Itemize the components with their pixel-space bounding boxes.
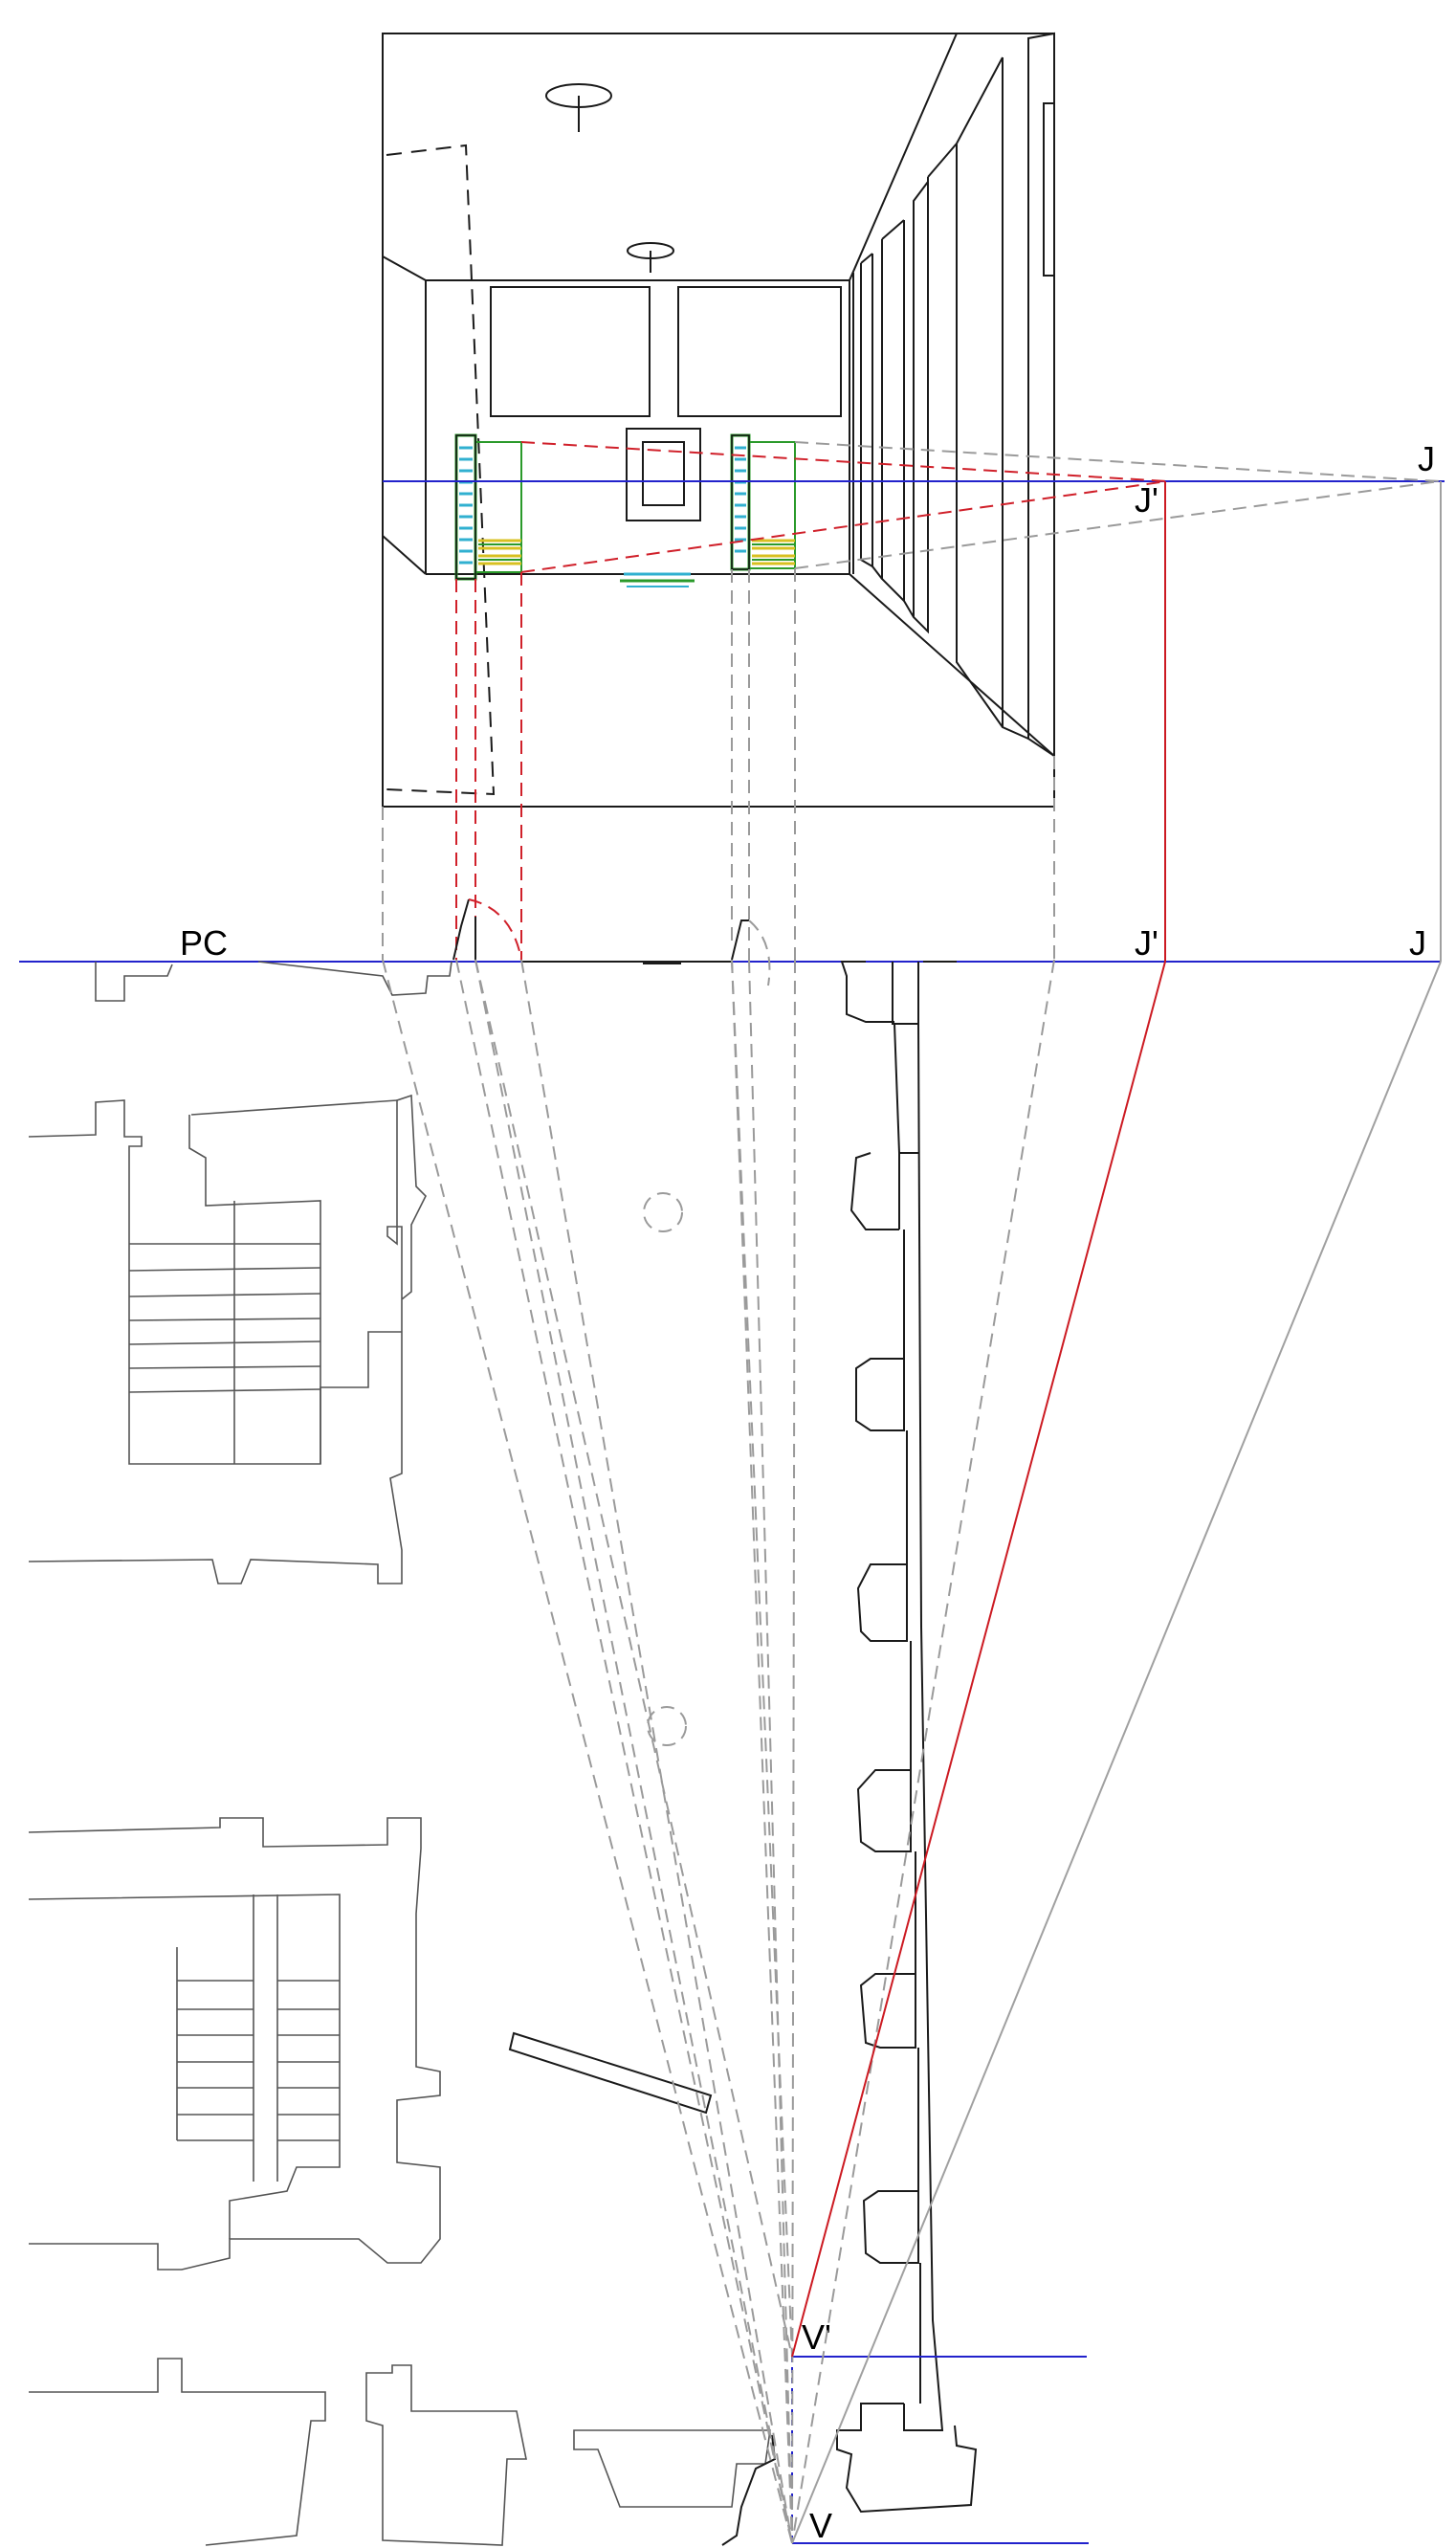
right-columned-wall xyxy=(836,961,978,2514)
plan-view: V' V xyxy=(28,898,1089,2546)
plan-construction-rays xyxy=(382,959,1055,2544)
gray-line-j-to-v xyxy=(791,961,1442,2544)
back-wall xyxy=(425,279,850,575)
tilted-bench xyxy=(508,2031,713,2115)
label-j-prime-upper: J' xyxy=(1135,480,1158,520)
central-niche-outer xyxy=(626,428,701,521)
label-v: V xyxy=(809,2506,832,2545)
ceiling-lamp-icon xyxy=(627,242,674,273)
back-window-left xyxy=(490,286,651,417)
bookcase-left xyxy=(454,433,522,581)
picture-frame xyxy=(382,33,1055,808)
left-dashed-outline xyxy=(386,144,496,796)
room-edges xyxy=(382,33,1055,757)
central-niche-inner xyxy=(642,441,685,506)
projection-lines xyxy=(382,568,1055,960)
label-pc: PC xyxy=(180,923,228,963)
lamp-plan-circle xyxy=(643,1192,683,1232)
red-line-j-prime-to-v-prime xyxy=(791,961,1166,2358)
label-j-prime-lower: J' xyxy=(1135,923,1158,963)
gray-dashed-rays xyxy=(794,441,1441,569)
label-j-upper: J xyxy=(1418,439,1435,478)
red-dashed-rays xyxy=(520,441,1168,573)
back-window-right xyxy=(677,286,842,417)
floor-shadow xyxy=(620,572,695,587)
ceiling-lamp-icon xyxy=(545,83,612,132)
label-j-lower: J xyxy=(1409,923,1426,963)
right-wall-recesses xyxy=(852,32,1055,758)
lamp-plan-circle xyxy=(647,1706,687,1746)
perspective-view xyxy=(382,32,1445,808)
